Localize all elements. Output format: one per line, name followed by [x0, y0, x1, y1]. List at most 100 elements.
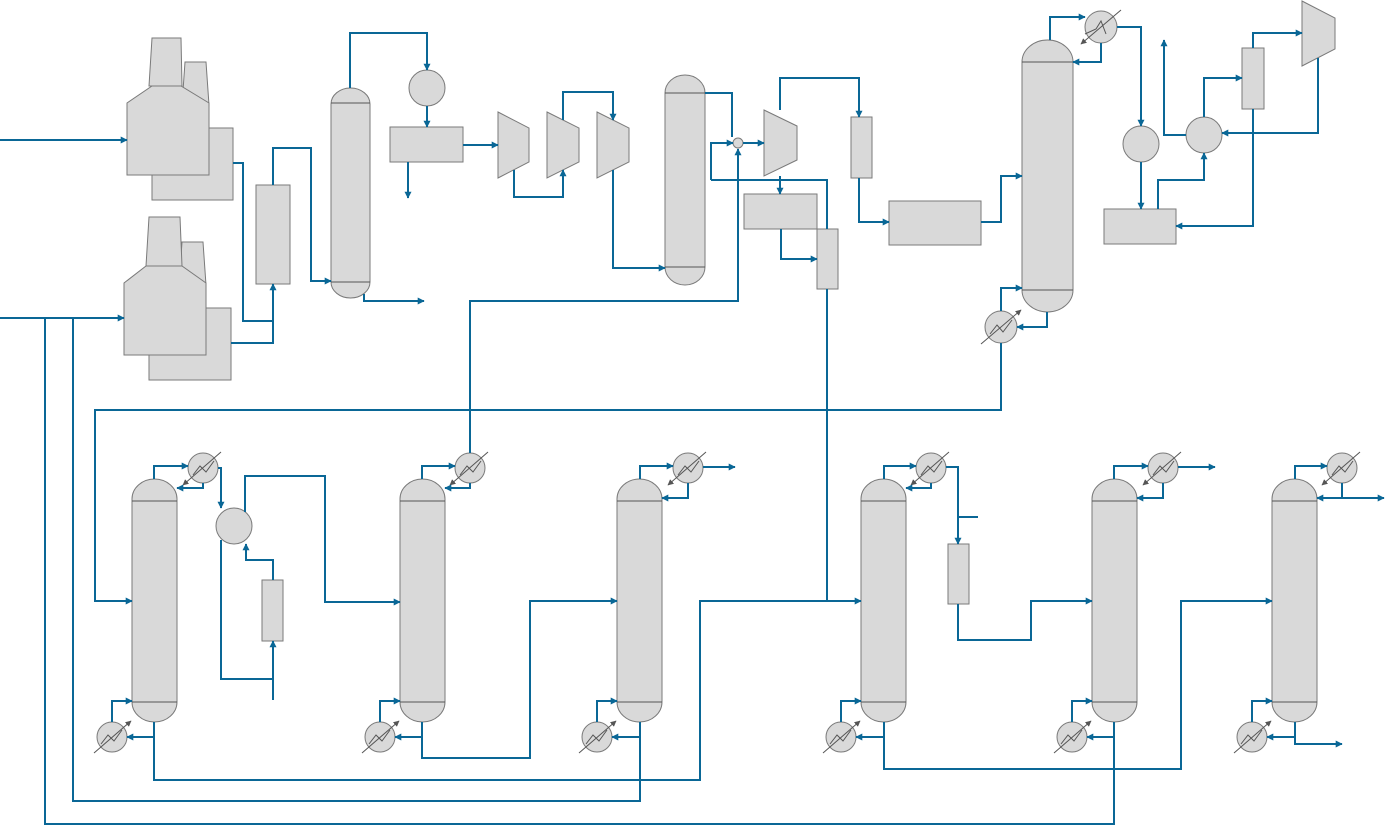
column-5-bottoms: [394, 722, 423, 741]
separator-3-vent: [1160, 39, 1186, 136]
condenser-col8: [1142, 451, 1182, 486]
column-6-bottoms: [611, 722, 641, 741]
furnace-1-outlet: [233, 162, 273, 322]
column-5: [399, 478, 446, 723]
vessel-1-to-column-1: [272, 147, 332, 285]
column-4-bottoms: [126, 722, 155, 741]
vessel-6-to-column-8: [957, 597, 1093, 641]
separator-4-to-column-5: [244, 475, 401, 606]
column-6-reflux: [661, 483, 689, 502]
column-9-bottoms: [1266, 722, 1296, 741]
vessel-5-to-separator-4: [242, 543, 274, 580]
condenser-3-to-separator-2: [1117, 26, 1145, 127]
column-8-bottoms: [1086, 722, 1115, 741]
column-9-overhead: [1294, 462, 1328, 479]
compressor-3-to-column-2: [612, 170, 666, 272]
reboiler-col3: [980, 309, 1022, 345]
recycle-loop: [711, 179, 828, 229]
reactor-to-column-3: [981, 172, 1023, 223]
reboiler-col4: [93, 720, 132, 754]
recycle-to-mixer: [710, 139, 734, 180]
drum-2: [743, 193, 818, 230]
column-7: [860, 478, 907, 723]
compressor-3: [596, 111, 630, 179]
vessel-4: [1241, 47, 1265, 110]
mixer-1: [732, 137, 744, 149]
column-1: [330, 87, 371, 299]
vessel-6: [947, 543, 970, 605]
drum-3-to-separator-3: [1157, 152, 1208, 209]
compressor-2-to-3: [562, 91, 617, 121]
column-4-to-column-7: [153, 597, 862, 781]
column-7-reflux: [905, 483, 932, 492]
column-7-bottoms: [855, 722, 885, 741]
column-5-overhead: [421, 462, 456, 479]
reboiler-9-return: [1251, 697, 1273, 722]
condenser-col5: [449, 451, 489, 486]
furnace-2: [123, 216, 232, 381]
furnace-2-outlet: [231, 283, 277, 344]
piping: [0, 13, 1385, 825]
vessel-3-to-reactor: [858, 178, 890, 226]
condenser-col9: [1321, 451, 1361, 486]
column-4: [131, 478, 178, 723]
column-3-overhead: [1049, 13, 1086, 40]
compressor-1: [497, 111, 530, 179]
column-9-product-bottom: [1294, 737, 1343, 748]
column-9: [1271, 478, 1318, 723]
vessel-4-to-drum-3: [1175, 109, 1254, 230]
column-8: [1091, 478, 1138, 723]
vessel-1: [255, 184, 291, 285]
column-1-bottoms: [363, 294, 425, 305]
column-5-to-column-6: [421, 597, 618, 759]
feed-split-to-column-8: [44, 318, 1115, 825]
column-3: [1021, 39, 1074, 313]
column-8-reflux: [1136, 483, 1164, 502]
column-7-overhead: [883, 462, 917, 479]
condenser-col4: [182, 451, 222, 486]
separator-4: [215, 507, 253, 545]
compressor-4: [763, 109, 798, 177]
column-3-reflux: [1072, 43, 1102, 66]
feed-split-to-column-6: [72, 318, 641, 802]
separator-1: [408, 69, 446, 107]
reboiler-5-return: [379, 697, 401, 722]
column-4-reflux: [176, 483, 204, 492]
separator-2: [1122, 125, 1160, 163]
column-6: [616, 478, 663, 723]
column-4-overhead: [153, 462, 189, 479]
column-8-overhead: [1113, 462, 1149, 479]
condenser-col7: [910, 451, 950, 486]
reboiler-3-return: [1000, 284, 1023, 311]
vessel-2: [816, 228, 839, 290]
column-5-reflux: [444, 483, 471, 492]
column-1-overhead: [349, 32, 431, 88]
reboiler-col6: [578, 720, 617, 754]
separator-4-bottoms: [220, 540, 273, 680]
column-2-overhead: [705, 92, 733, 137]
drum-1: [389, 126, 464, 163]
column-3-to-column-4: [94, 343, 1002, 605]
column-9-reflux: [1316, 483, 1343, 502]
reboiler-7-return: [840, 697, 862, 722]
condenser-col6: [667, 451, 707, 486]
separator-3: [1185, 116, 1223, 154]
compressor-1-to-2: [513, 169, 567, 198]
reboiler-8-return: [1071, 697, 1093, 722]
vessel-4-to-turbine: [1252, 29, 1303, 48]
reactor-1: [888, 200, 982, 246]
reboiler-col8: [1053, 720, 1092, 754]
column-3-bottoms: [1016, 312, 1048, 331]
reboiler-6-return: [596, 697, 618, 722]
furnace-1: [126, 37, 234, 201]
reboiler-col7: [822, 720, 861, 754]
condenser-7-to-vessel-6: [946, 466, 962, 545]
turbine-1: [1301, 0, 1336, 67]
condenser-5-to-mixer: [469, 148, 742, 453]
column-2: [664, 74, 706, 286]
compressor-2: [546, 111, 580, 179]
reboiler-4-return: [111, 697, 133, 722]
drum-2-to-vessel-2: [780, 229, 818, 263]
column-6-overhead: [639, 462, 674, 479]
